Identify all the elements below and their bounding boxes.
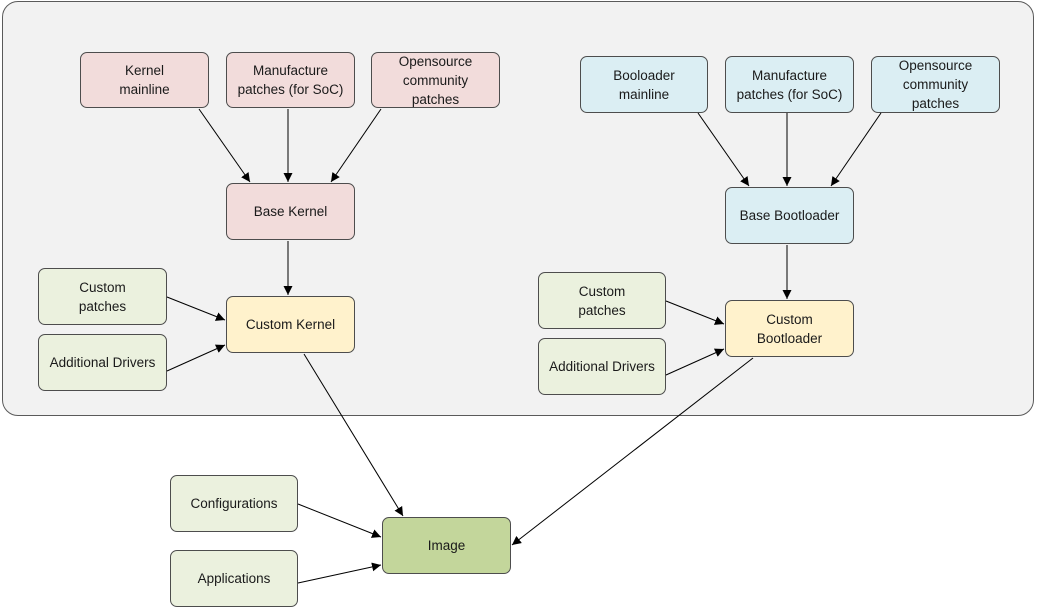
base-kernel-box: Base Kernel — [226, 183, 355, 240]
bootloader-mainline-box: Booloader mainline — [580, 56, 708, 113]
image-box: Image — [382, 517, 511, 574]
bootloader-opensource-patches-box: Opensource community patches — [871, 56, 1000, 113]
kernel-custom-patches-box: Custom patches — [38, 268, 167, 325]
kernel-mainline-box: Kernel mainline — [80, 52, 209, 108]
bootloader-manufacture-patches-box: Manufacture patches (for SoC) — [725, 56, 854, 113]
bootloader-additional-drivers-box: Additional Drivers — [538, 338, 666, 395]
applications-box: Applications — [170, 550, 298, 607]
kernel-manufacture-patches-box: Manufacture patches (for SoC) — [226, 52, 355, 108]
base-bootloader-box: Base Bootloader — [725, 187, 854, 244]
arrow-configurations-to-image — [297, 503, 382, 538]
bootloader-custom-patches-box: Custom patches — [538, 272, 666, 329]
kernel-additional-drivers-box: Additional Drivers — [38, 334, 167, 391]
configurations-box: Configurations — [170, 475, 298, 532]
kernel-opensource-patches-box: Opensource community patches — [371, 52, 500, 108]
custom-kernel-box: Custom Kernel — [226, 296, 355, 353]
arrow-applications-to-image — [297, 562, 382, 584]
custom-bootloader-box: Custom Bootloader — [725, 300, 854, 357]
